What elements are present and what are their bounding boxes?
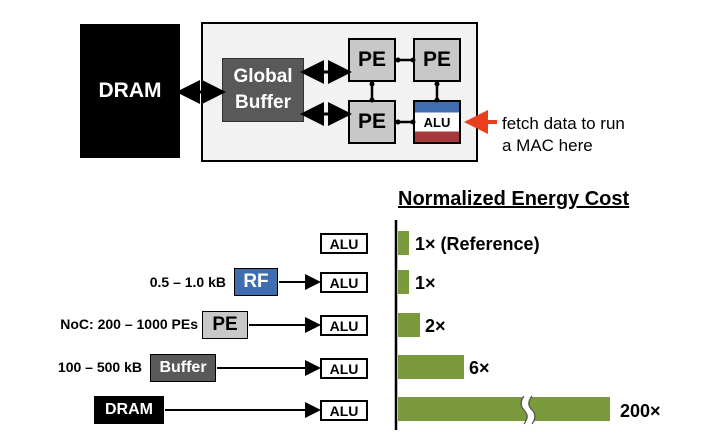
cost-label-row5: 200×: [620, 401, 661, 421]
energy-bar-buffer: [398, 355, 464, 379]
energy-bar-alu: [398, 231, 409, 255]
rf-source-label: RF: [243, 271, 269, 292]
alu-box-label: ALU: [329, 360, 359, 377]
pe-top-left: PE: [348, 38, 396, 82]
annotation: fetch data to run a MAC here: [502, 113, 625, 157]
energy-bar-rf: [398, 270, 409, 294]
row-label-buffer: 100 – 500 kB: [57, 359, 142, 375]
energy-bars: [398, 231, 610, 421]
cost-label-row2: 1×: [415, 273, 436, 293]
alu-box-row3: ALU: [320, 315, 368, 336]
pe-label: PE: [422, 48, 451, 71]
rf-source-block: RF: [234, 268, 278, 296]
row-label-pe: NoC: 200 – 1000 PEs: [60, 316, 198, 332]
alu-box-label: ALU: [329, 402, 359, 419]
cost-label-row4: 6×: [469, 358, 490, 378]
dram-block: DRAM: [80, 24, 180, 158]
pe-top-right: PE: [413, 38, 461, 82]
global-buffer-label-line1: Global: [233, 66, 293, 87]
alu-box-label: ALU: [329, 317, 359, 334]
energy-bar-dram: [398, 397, 610, 421]
alu-box-label: ALU: [329, 235, 359, 252]
cost-label-row1: 1× (Reference): [415, 234, 540, 254]
pe-label: PE: [357, 48, 386, 71]
cost-label-row3: 2×: [425, 316, 446, 336]
buffer-source-label: Buffer: [159, 359, 207, 376]
dram-source-label: DRAM: [105, 401, 153, 418]
annotation-line2: a MAC here: [502, 136, 593, 155]
annotation-line1: fetch data to run: [502, 114, 625, 133]
row-label-rf: 0.5 – 1.0 kB: [149, 274, 226, 290]
alu-box-row1: ALU: [320, 233, 368, 254]
bar-break-mark: [522, 394, 534, 426]
pe-source-label: PE: [212, 314, 238, 335]
pe-source-block: PE: [202, 311, 248, 339]
energy-title: Normalized Energy Cost: [398, 188, 630, 210]
global-buffer-label-line2: Buffer: [235, 92, 291, 113]
alu-box-label: ALU: [329, 274, 359, 291]
energy-bar-pe: [398, 313, 420, 337]
dram-source-block: DRAM: [94, 396, 164, 424]
buffer-source-block: Buffer: [150, 354, 216, 382]
alu-label: ALU: [423, 114, 451, 130]
pe-label: PE: [357, 110, 386, 133]
global-buffer-block: Global Buffer: [222, 58, 304, 122]
dram-label: DRAM: [98, 79, 162, 102]
alu-box-row4: ALU: [320, 358, 368, 379]
alu-box-row5: ALU: [320, 400, 368, 421]
pe-bottom-left: PE: [348, 100, 396, 144]
alu-box-row2: ALU: [320, 272, 368, 293]
